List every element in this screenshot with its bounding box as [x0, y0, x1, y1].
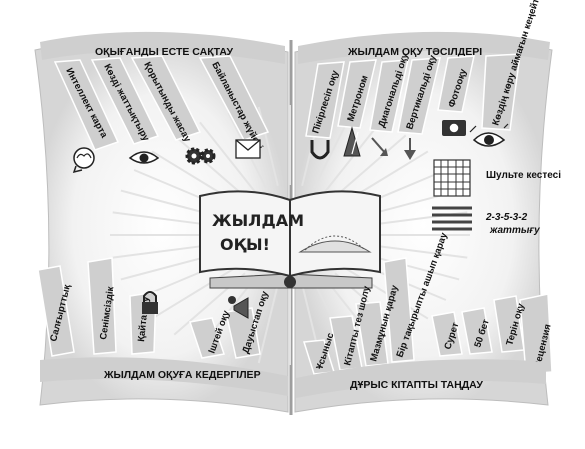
top-right-ribbons: [305, 53, 521, 139]
top-right-band: [298, 31, 550, 65]
schulte-label: Шульте кестесі: [486, 170, 561, 181]
open-book-icon: [199, 190, 381, 289]
bottom-right-band: [296, 359, 546, 398]
ray: [199, 121, 256, 193]
magnet-icon: [310, 140, 330, 160]
exercise-numbers: 2-3-5-3-2: [485, 212, 528, 223]
center-title-line2: ОҚЫ!: [220, 235, 270, 254]
bottom-left-ribbons: [37, 257, 261, 359]
megaphone-icon: [228, 296, 249, 319]
top-left-band: [40, 31, 285, 65]
vertical-arrow-icon: [404, 138, 416, 160]
top-right-title: ЖЫЛДАМ ОҚУ ТӘСІЛДЕРІ: [347, 46, 482, 58]
ray: [324, 121, 381, 193]
center-title-line1: ЖЫЛДАМ: [212, 211, 304, 230]
envelope-icon: [235, 139, 261, 159]
bottom-left-title: ЖЫЛДАМ ОҚУҒА КЕДЕРГІЛЕР: [103, 369, 261, 381]
diagonal-arrow-icon: [371, 137, 388, 156]
brain-icon: [72, 147, 95, 174]
gears-icon: [185, 147, 216, 165]
camera-icon: [442, 120, 466, 136]
bottom-right-ribbons: [303, 257, 553, 375]
exercise-word: жаттығу: [489, 225, 540, 236]
bottom-right-title: ДҰРЫС КІТАПТЫ ТАҢДАУ: [350, 379, 483, 391]
eye-expanded-icon: [469, 123, 509, 147]
top-left-title: ОҚЫҒАНДЫ ЕСТЕ САҚТАУ: [95, 46, 234, 58]
ray: [334, 134, 407, 198]
bottom-left-band: [40, 357, 288, 396]
ray: [257, 284, 279, 364]
lines-icon: [432, 206, 472, 231]
ray: [173, 134, 246, 198]
padlock-icon: [142, 291, 158, 314]
metronome-icon: [343, 126, 361, 157]
eye-icon: [128, 151, 160, 164]
top-left-ribbons: [53, 55, 270, 151]
ray: [151, 266, 237, 320]
grid-icon: [433, 159, 471, 197]
